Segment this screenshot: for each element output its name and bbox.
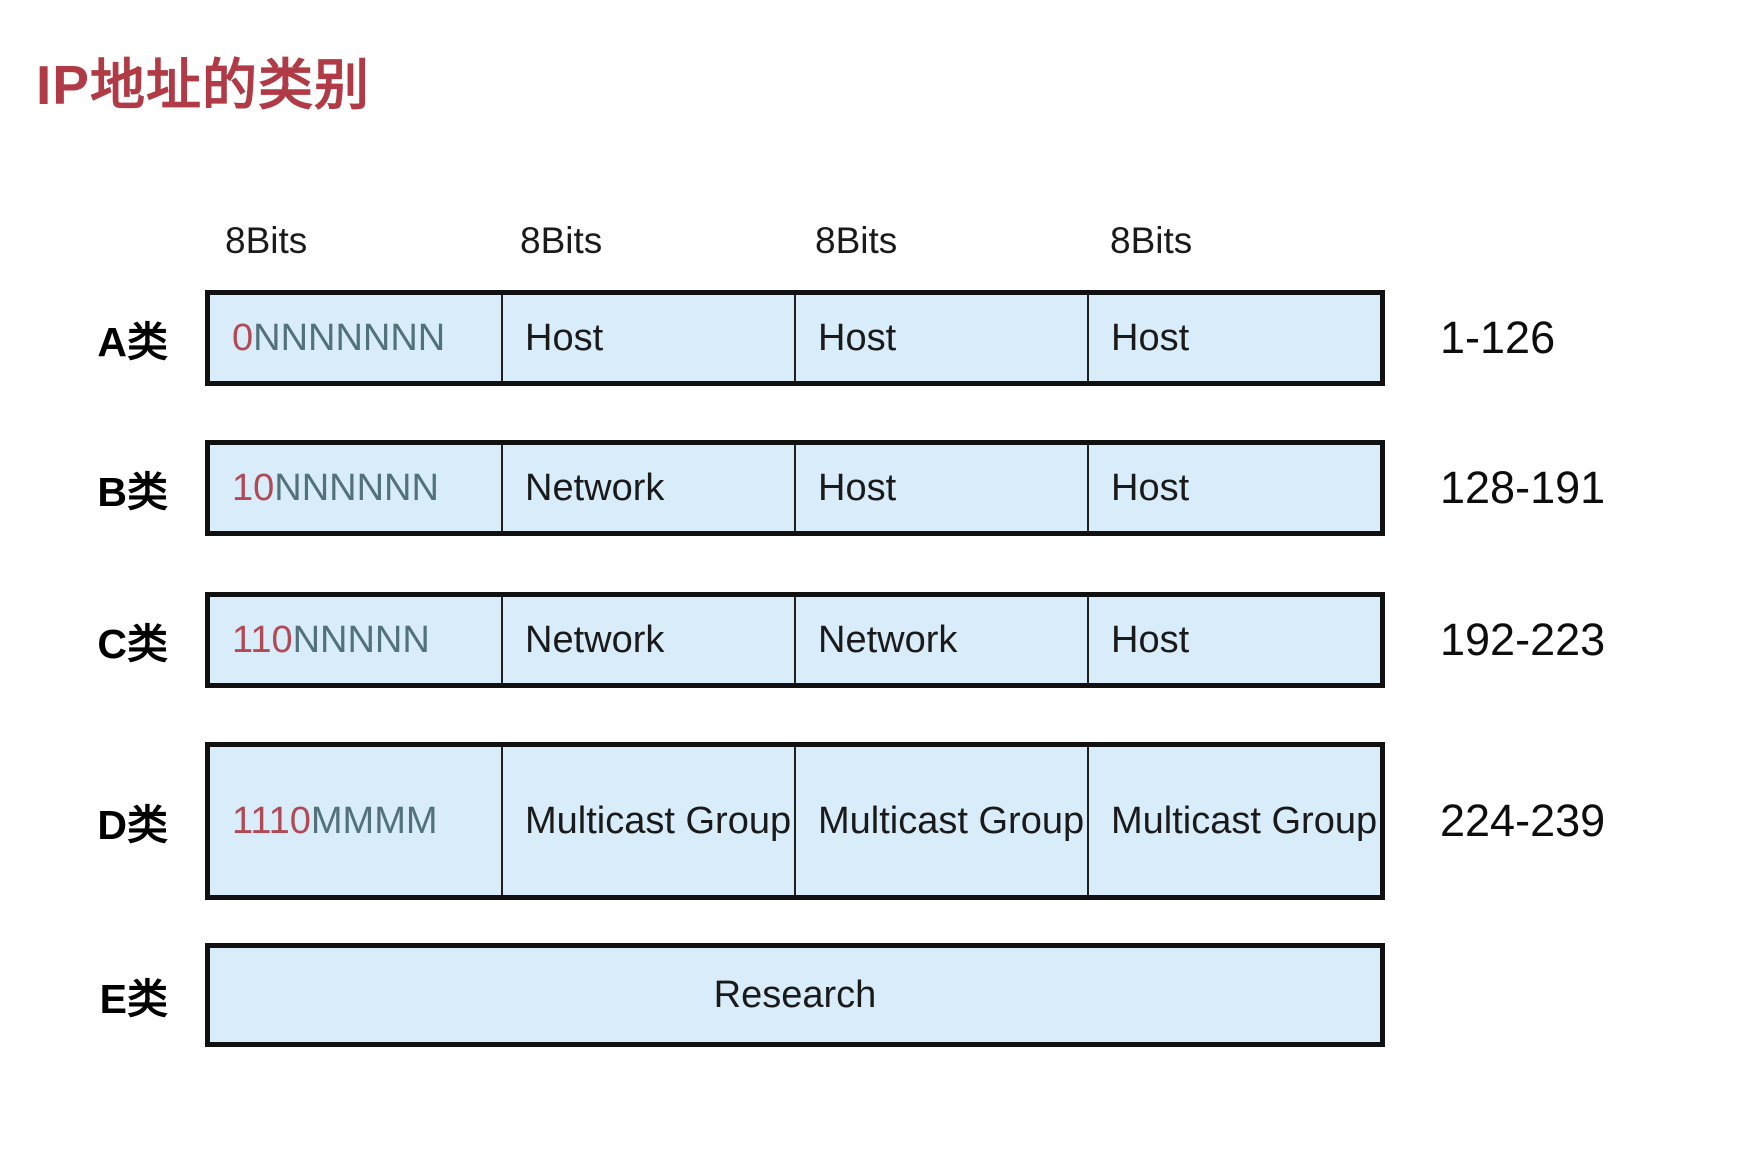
cell-label: Network [525,618,665,661]
cell-label: Host [1111,466,1190,509]
octet-cell: Network [501,597,794,683]
range-label-b: 128-191 [1440,462,1606,513]
octet-cell: Multicast Group [794,747,1087,895]
row-label-e: E类 [99,976,168,1022]
range-label-d: 224-239 [1440,795,1606,846]
bit-prefix-c: 110 [232,618,293,661]
cell-label: Host [1111,618,1190,661]
octet-cell: Multicast Group [501,747,794,895]
octet-cell: Host [1087,295,1380,381]
bit-letters-c: NNNNN [292,618,430,661]
row-label-b: B类 [97,469,168,515]
class-row-e: E类 Research [0,943,1748,1047]
bit-prefix-d: 1110 [232,799,311,842]
research-cell: Research [210,948,1380,1042]
cell-label: Host [818,316,897,359]
cell-label: Multicast Group [1111,799,1378,842]
cell-label: Host [525,316,604,359]
page-title: IP地址的类别 [36,54,370,116]
cell-label: Multicast Group [525,799,792,842]
row-label-a: A类 [97,319,168,365]
cell-label: Host [818,466,897,509]
octet-cell: Multicast Group [1087,747,1380,895]
row-label-c: C类 [97,621,168,667]
range-label-c: 192-223 [1440,614,1606,665]
bit-prefix-a: 0 [232,316,254,359]
bit-letters-b: NNNNNN [274,466,439,509]
cell-label: Research [713,973,877,1016]
cell-label: Host [1111,316,1190,359]
octet-cell: Host [1087,445,1380,531]
octet-cell: Host [794,295,1087,381]
octet-box-e: Research [205,943,1385,1047]
bit-prefix-b: 10 [232,466,275,509]
bits-header-1: 8Bits [225,220,308,261]
cell-label: Network [818,618,958,661]
cell-label: Multicast Group [818,799,1085,842]
range-label-a: 1-126 [1440,312,1556,363]
bits-header-4: 8Bits [1110,220,1193,261]
bit-letters-a: NNNNNNN [253,316,446,359]
row-label-d: D类 [97,802,168,848]
octet-cell: Network [501,445,794,531]
cell-label: Network [525,466,665,509]
octet-cell: Host [1087,597,1380,683]
bits-header-3: 8Bits [815,220,898,261]
octet-cell: Host [501,295,794,381]
bits-header-2: 8Bits [520,220,603,261]
octet-cell: Network [794,597,1087,683]
octet-cell: Host [794,445,1087,531]
bit-letters-d: MMMM [310,799,438,842]
